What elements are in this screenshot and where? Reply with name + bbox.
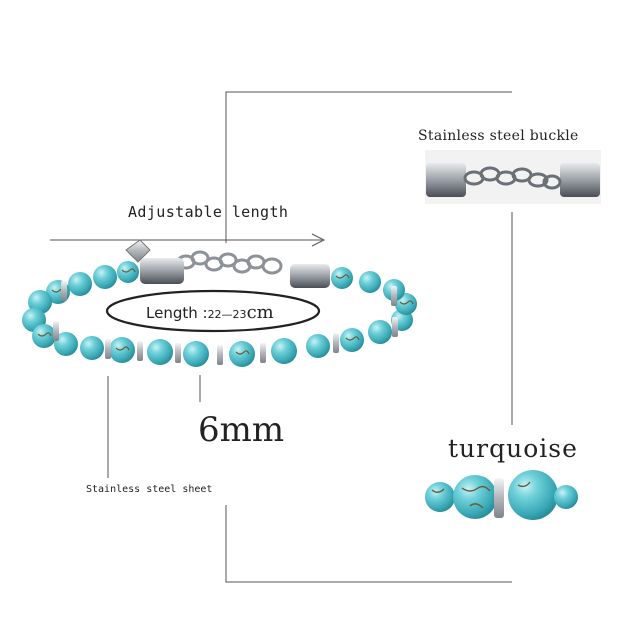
turquoise-bead [359,271,381,293]
bead-matrix-vein [235,350,250,355]
bracelet-chain [176,250,283,275]
frame-line-bottom [225,505,512,583]
turquoise-bead [271,338,297,364]
length-label: Length :22—23cm [146,302,274,323]
adjustable-length-label: Adjustable length [128,203,289,221]
frame-line-top [225,91,512,243]
steel-spacer [333,333,339,353]
clasp-tube-left [140,258,184,284]
turquoise-closeup [425,470,578,520]
steel-spacer [217,345,223,365]
bead-matrix-vein [399,300,414,305]
guide-lines [50,91,513,583]
bead-matrix-vein [335,274,350,279]
length-prefix: Length : [146,304,208,322]
steel-spacer [137,341,143,361]
turquoise-bead [54,332,78,356]
buckle-closeup [425,150,601,204]
clasp-tube-right [290,264,330,288]
length-unit: cm [246,302,274,323]
buckle-label: Stainless steel buckle [418,128,579,144]
bead-matrix-vein [121,268,136,273]
turquoise-bead [147,339,173,365]
bead-matrix-vein [345,336,360,341]
turquoise-bead [93,265,117,289]
turquoise-bead [80,336,104,360]
steel-spacer [175,343,181,363]
steel-sheet-label: Stainless steel sheet [86,484,213,495]
steel-spacer [392,317,398,337]
turquoise-bead [183,341,209,367]
steel-spacer [61,281,67,301]
turquoise-bead [368,320,392,344]
bead-strand [22,261,417,367]
steel-spacer [53,321,59,341]
adjust-arrow-head [311,233,326,247]
steel-spacer [260,343,266,363]
bead-matrix-vein [115,346,130,351]
length-range: 22—23 [207,308,247,321]
bracelet [22,239,417,367]
length-callout-oval [105,289,321,333]
bead-matrix-vein [37,332,52,337]
turquoise-bead [68,272,92,296]
steel-spacer [105,339,111,359]
bead-size-label: 6mm [198,410,285,450]
material-label: turquoise [448,434,578,463]
turquoise-bead [306,334,330,358]
steel-spacer [391,286,397,306]
